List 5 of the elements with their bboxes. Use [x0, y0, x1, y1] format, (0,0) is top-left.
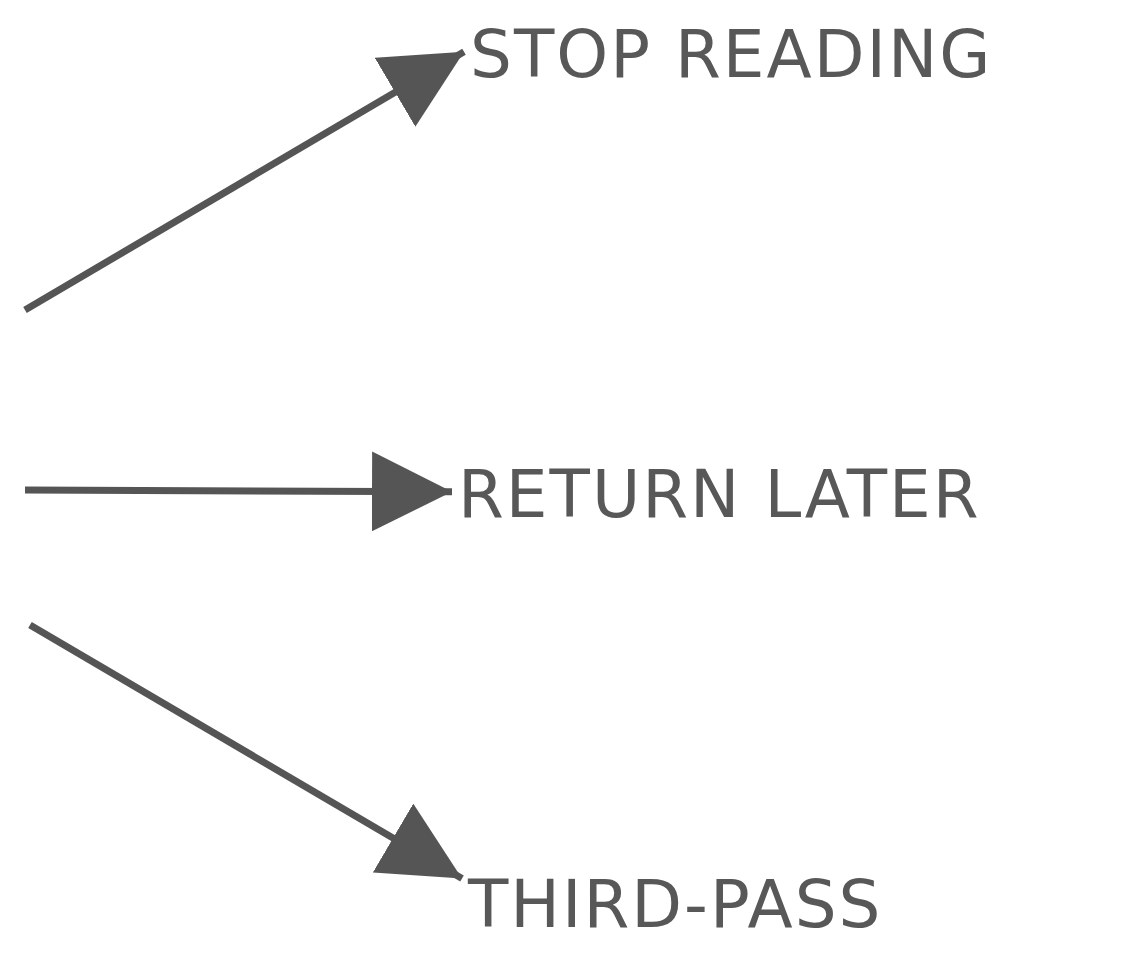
outcome-label: STOP READING — [470, 22, 993, 88]
outcome-label: RETURN LATER — [458, 462, 981, 528]
arrow — [28, 622, 464, 882]
arrow — [23, 48, 466, 313]
outcome-label: THIRD-PASS — [468, 872, 883, 938]
